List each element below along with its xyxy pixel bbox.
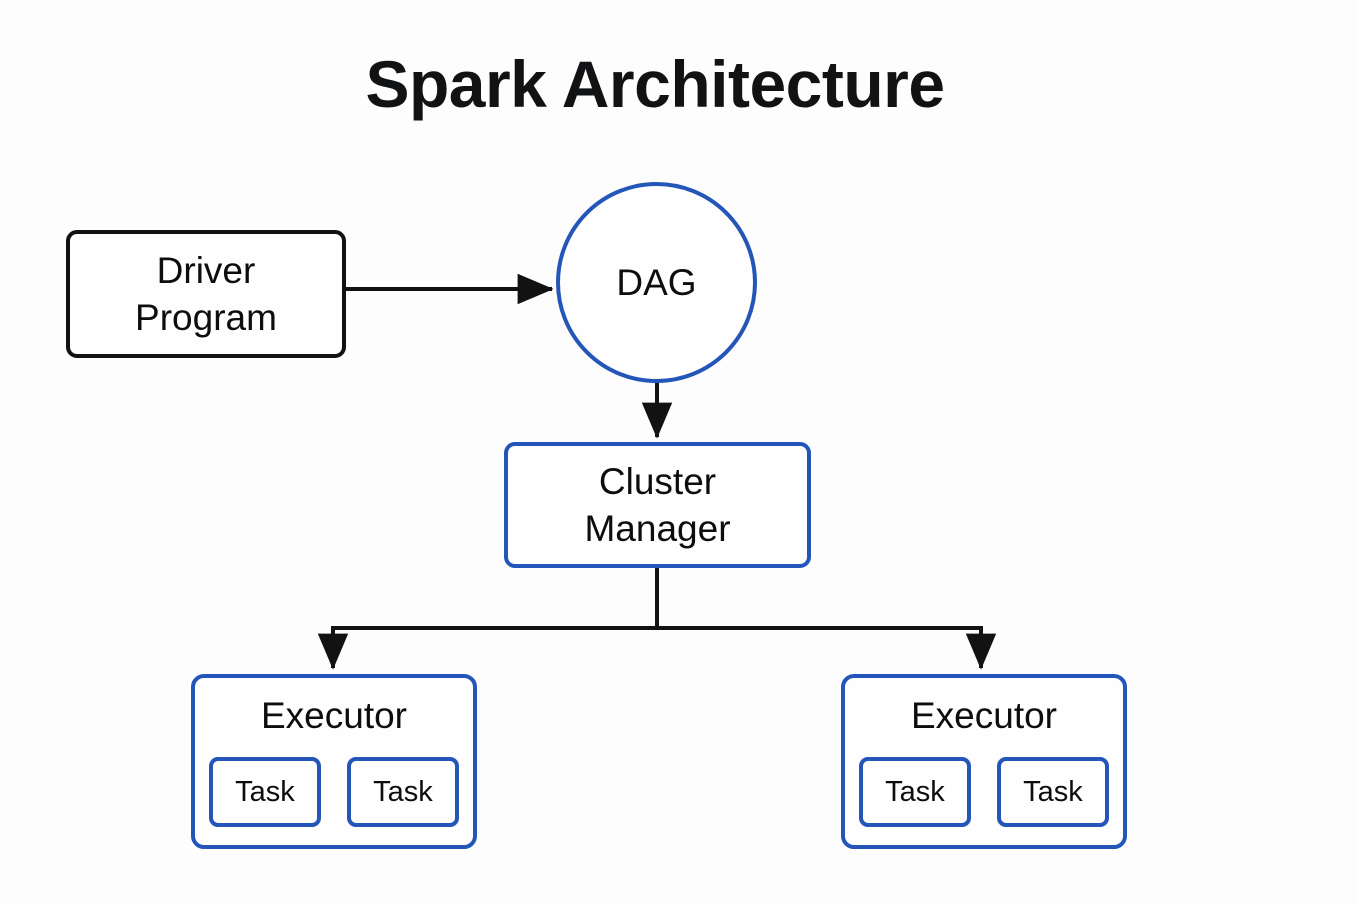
task-row-right: Task Task (859, 757, 1109, 827)
task-box[interactable]: Task (347, 757, 459, 827)
task-box[interactable]: Task (209, 757, 321, 827)
node-dag[interactable]: DAG (556, 182, 757, 383)
node-cluster-manager-label: Cluster Manager (584, 460, 731, 549)
page-title: Spark Architecture (365, 47, 945, 121)
node-driver-program[interactable]: Driver Program (66, 230, 346, 358)
node-executor-right[interactable]: Executor Task Task (841, 674, 1127, 849)
node-dag-label: DAG (616, 261, 697, 303)
node-executor-left-label: Executor (260, 695, 407, 736)
node-cluster-manager[interactable]: Cluster Manager (504, 442, 811, 568)
node-driver-program-label: Driver Program (135, 249, 277, 338)
task-box[interactable]: Task (997, 757, 1109, 827)
edge-cluster-manager-branch (317, 568, 997, 670)
task-box[interactable]: Task (859, 757, 971, 827)
task-row-left: Task Task (209, 757, 459, 827)
node-executor-left[interactable]: Executor Task Task (191, 674, 477, 849)
node-executor-right-label: Executor (910, 695, 1057, 736)
